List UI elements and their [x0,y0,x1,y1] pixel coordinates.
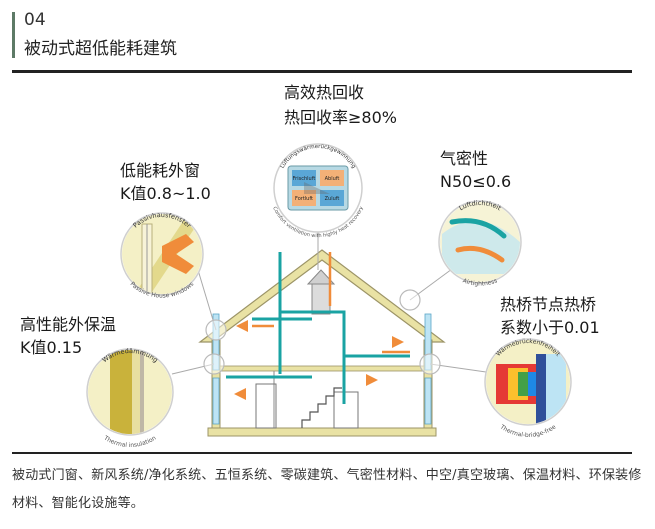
insulation-value: K值0.15 [20,338,83,357]
insulation-label: 高性能外保温 K值0.15 [20,314,116,358]
cell-zuluft: Zuluft [325,196,340,202]
airtight-value: N50≤0.6 [440,172,512,191]
thermal-bridge-badge: Wärmebrückenfreiheit Thermal-bridge-free [484,338,572,439]
section-header: 04 被动式超低能耗建筑 [12,10,632,62]
top-divider [12,70,632,73]
heat-recovery-label: 高效热回收 热回收率≥80% [284,82,397,128]
heat-recovery-badge: Lüftungswärmerückgewinnung Comfort venti… [271,143,365,239]
materials-caption: 被动式门窗、新风系统/净化系统、五恒系统、零碳建筑、气密性材料、中空/真空玻璃、… [12,468,642,511]
windows-value: K值0.8~1.0 [120,184,211,203]
house-diagram: Lüftungswärmerückgewinnung Comfort venti… [86,143,572,449]
insulation-badge: Wärmedämmung Thermal insulation [86,347,174,449]
insulation-title: 高性能外保温 [20,315,117,334]
insulation-caption: Thermal insulation [102,434,158,449]
cell-abluft: Abluft [325,176,340,182]
heat-recovery-title: 高效热回收 [284,83,365,102]
ventilation-ducts [226,252,410,404]
cell-frischluft: Frischluft [293,176,316,182]
thermal-bridge-label: 热桥节点热桥 系数小于0.01 [500,294,600,338]
thermal-bridge-value: 系数小于0.01 [500,318,600,337]
ventilation-ducts-orange [252,252,410,354]
bottom-divider [12,452,632,454]
airtight-label: 气密性 N50≤0.6 [440,148,511,192]
house [198,249,446,437]
airflow-arrows [234,320,404,400]
thermal-bridge-title: 热桥节点热桥 [500,295,597,314]
svg-text:Thermal insulation: Thermal insulation [102,434,158,449]
heat-recovery-value: 热回收率≥80% [284,108,397,127]
airtightness-caption: Airtightness [462,277,499,287]
section-number: 04 [24,10,46,30]
windows-title: 低能耗外窗 [120,161,201,180]
detail-markers [203,289,441,375]
airtightness-badge: Luftdichtheit Airtightness [438,199,522,288]
airtight-title: 气密性 [440,149,489,168]
windows-label: 低能耗外窗 K值0.8~1.0 [120,160,211,204]
windows-badge: Passivhausfenster Passive House windows [120,211,204,300]
svg-text:Airtightness: Airtightness [462,277,499,287]
passive-house-illustration: Lüftungswärmerückgewinnung Comfort venti… [12,74,632,452]
section-title: 被动式超低能耗建筑 [24,39,177,59]
accent-bar [12,12,15,58]
cell-fortluft: Fortluft [295,196,313,202]
